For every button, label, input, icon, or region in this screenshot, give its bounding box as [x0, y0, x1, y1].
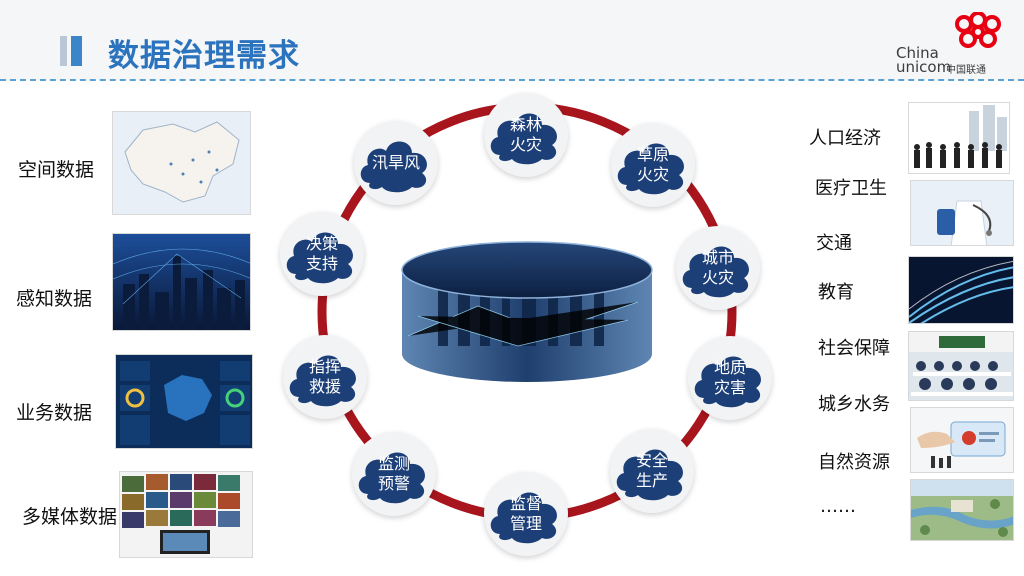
- scenario-grassland-fire[interactable]: 草原火灾: [611, 123, 695, 207]
- data-source-sensing: 感知数据: [16, 288, 93, 310]
- node-line2: 火灾: [636, 165, 669, 184]
- data-source-business: 业务数据: [16, 402, 93, 424]
- domain-transportation: 交通: [816, 233, 852, 254]
- domain-water-affairs: 城乡水务: [818, 394, 890, 415]
- node-line2: 火灾: [701, 268, 734, 287]
- cloud-icon: [616, 449, 683, 501]
- node-line2: 火灾: [509, 135, 542, 154]
- classroom-image: [908, 331, 1014, 401]
- dashboard-image: [115, 354, 253, 449]
- domain-social-security: 社会保障: [818, 338, 890, 359]
- cloud-icon: [286, 232, 353, 284]
- highway-image: [908, 256, 1014, 324]
- aerial-park-image: [910, 479, 1014, 541]
- node-line1: 安全: [635, 451, 668, 470]
- doctor-image: [910, 180, 1014, 246]
- domain-more: ……: [820, 496, 856, 517]
- scenario-monitoring-warning[interactable]: 监测预警: [352, 432, 436, 516]
- scenario-forest-fire[interactable]: 森林火灾: [484, 93, 568, 177]
- node-line1: 监督: [509, 494, 542, 513]
- title-accent-bar: [60, 36, 67, 66]
- logo-text-cn: 中国联通: [946, 65, 986, 76]
- social-security-card-image: [910, 407, 1014, 473]
- node-line1: 决策: [305, 234, 338, 253]
- logo-text-unicom: unicom: [896, 58, 952, 76]
- crowd-image: [908, 102, 1010, 174]
- cloud-icon: [682, 246, 749, 298]
- smart-city-image: [112, 233, 251, 331]
- data-source-spatial: 空间数据: [18, 159, 95, 181]
- video-wall-image: [119, 471, 253, 558]
- header-band: [0, 0, 1024, 80]
- node-line1: 地质: [713, 358, 746, 377]
- cloud-icon: [694, 356, 761, 408]
- node-line1: 森林: [509, 115, 542, 134]
- scenario-urban-fire[interactable]: 城市火灾: [676, 226, 760, 310]
- cloud-icon: [617, 143, 684, 195]
- cloud-icon: [490, 492, 557, 544]
- scenario-supervision[interactable]: 监督管理: [484, 472, 568, 556]
- scenario-geological-disaster[interactable]: 地质灾害: [688, 336, 772, 420]
- domain-healthcare: 医疗卫生: [815, 178, 887, 199]
- node-line2: 支持: [305, 254, 338, 273]
- node-line2: 管理: [509, 514, 542, 533]
- page-title: 数据治理需求: [108, 38, 300, 74]
- scenario-safe-production[interactable]: 安全生产: [610, 429, 694, 513]
- node-line1: 城市: [701, 248, 734, 267]
- node-line2: 灾害: [713, 378, 746, 397]
- node-line2: 生产: [635, 471, 668, 490]
- node-line1: 汛旱风: [371, 153, 420, 172]
- china-map-image: [112, 111, 251, 215]
- node-line1: 监测: [377, 454, 410, 473]
- scenario-decision-support[interactable]: 决策支持: [280, 212, 364, 296]
- logo-text-china: China: [896, 44, 939, 62]
- domain-natural-resources: 自然资源: [818, 452, 890, 473]
- node-line1: 草原: [636, 145, 669, 164]
- node-line2: 救援: [308, 377, 341, 396]
- domain-education: 教育: [818, 282, 854, 303]
- cloud-icon: [360, 141, 427, 193]
- domain-population-economy: 人口经济: [809, 128, 881, 149]
- scenario-flood-drought-wind[interactable]: 汛旱风: [354, 121, 438, 205]
- title-accent-bar: [71, 36, 82, 66]
- data-source-multimedia: 多媒体数据: [22, 506, 118, 528]
- scenario-command-rescue[interactable]: 指挥救援: [283, 335, 367, 419]
- china-unicom-logo: China unicom 中国联通: [896, 12, 1012, 76]
- cloud-icon: [358, 452, 425, 504]
- header-divider: [0, 79, 1024, 81]
- cloud-icon: [490, 113, 557, 165]
- unicom-knot-icon: [955, 12, 1001, 48]
- data-cylinder-image: [401, 241, 653, 382]
- node-line1: 指挥: [308, 357, 341, 376]
- node-line2: 预警: [377, 474, 410, 493]
- cloud-icon: [289, 355, 356, 407]
